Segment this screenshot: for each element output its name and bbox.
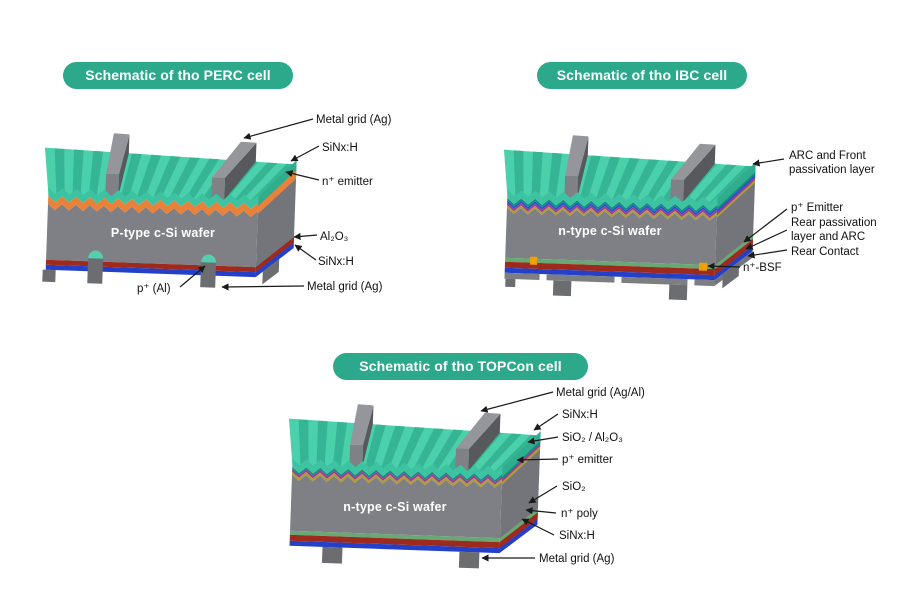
ibc-label-arc-front: ARC and Front passivation layer xyxy=(789,150,875,177)
topcon-wafer-label: n-type c-Si wafer xyxy=(343,500,447,514)
perc-label-sinx-top: SiNx:H xyxy=(322,142,358,154)
ibc-cell-illustration xyxy=(503,135,756,301)
ibc-label-rear-contact: Rear Contact xyxy=(791,246,859,258)
topcon-cell-illustration xyxy=(288,404,541,569)
perc-wafer-label: P-type c-Si wafer xyxy=(110,226,216,240)
topcon-label-sio2: SiO₂ xyxy=(562,481,586,493)
perc-cell-illustration xyxy=(42,133,297,288)
perc-label-al2o3: Al₂O₃ xyxy=(320,231,349,243)
topcon-title-badge: Schematic of tho TOPCon cell xyxy=(333,353,588,380)
ibc-label-p-emitter: p⁺ Emitter xyxy=(791,202,844,214)
topcon-label-n-poly: n⁺ poly xyxy=(561,508,598,520)
perc-label-metal-grid-bottom: Metal grid (Ag) xyxy=(307,281,383,293)
perc-label-sinx-bottom: SiNx:H xyxy=(318,256,354,268)
ibc-title-badge: Schematic of tho IBC cell xyxy=(537,62,747,89)
ibc-wafer-label: n-type c-Si wafer xyxy=(558,224,662,238)
topcon-label-sio2-al2o3: SiO₂ / Al₂O₃ xyxy=(562,432,623,444)
topcon-label-sinx-bottom: SiNx:H xyxy=(559,530,595,542)
topcon-label-sinx-top: SiNx:H xyxy=(562,409,598,421)
topcon-label-p-emitter: p⁺ emitter xyxy=(562,454,613,466)
topcon-label-metal-grid-top: Metal grid (Ag/Al) xyxy=(556,387,645,399)
perc-label-metal-grid-top: Metal grid (Ag) xyxy=(316,114,392,126)
ibc-label-rear-passivation: Rear passivation layer and ARC xyxy=(791,217,877,244)
perc-label-p-al: p⁺ (Al) xyxy=(137,283,171,295)
perc-title-badge: Schematic of tho PERC cell xyxy=(63,62,293,89)
perc-label-n-emitter: n⁺ emitter xyxy=(322,176,373,188)
ibc-label-n-bsf: n⁺-BSF xyxy=(743,262,782,274)
topcon-label-metal-grid-bottom: Metal grid (Ag) xyxy=(539,553,615,565)
